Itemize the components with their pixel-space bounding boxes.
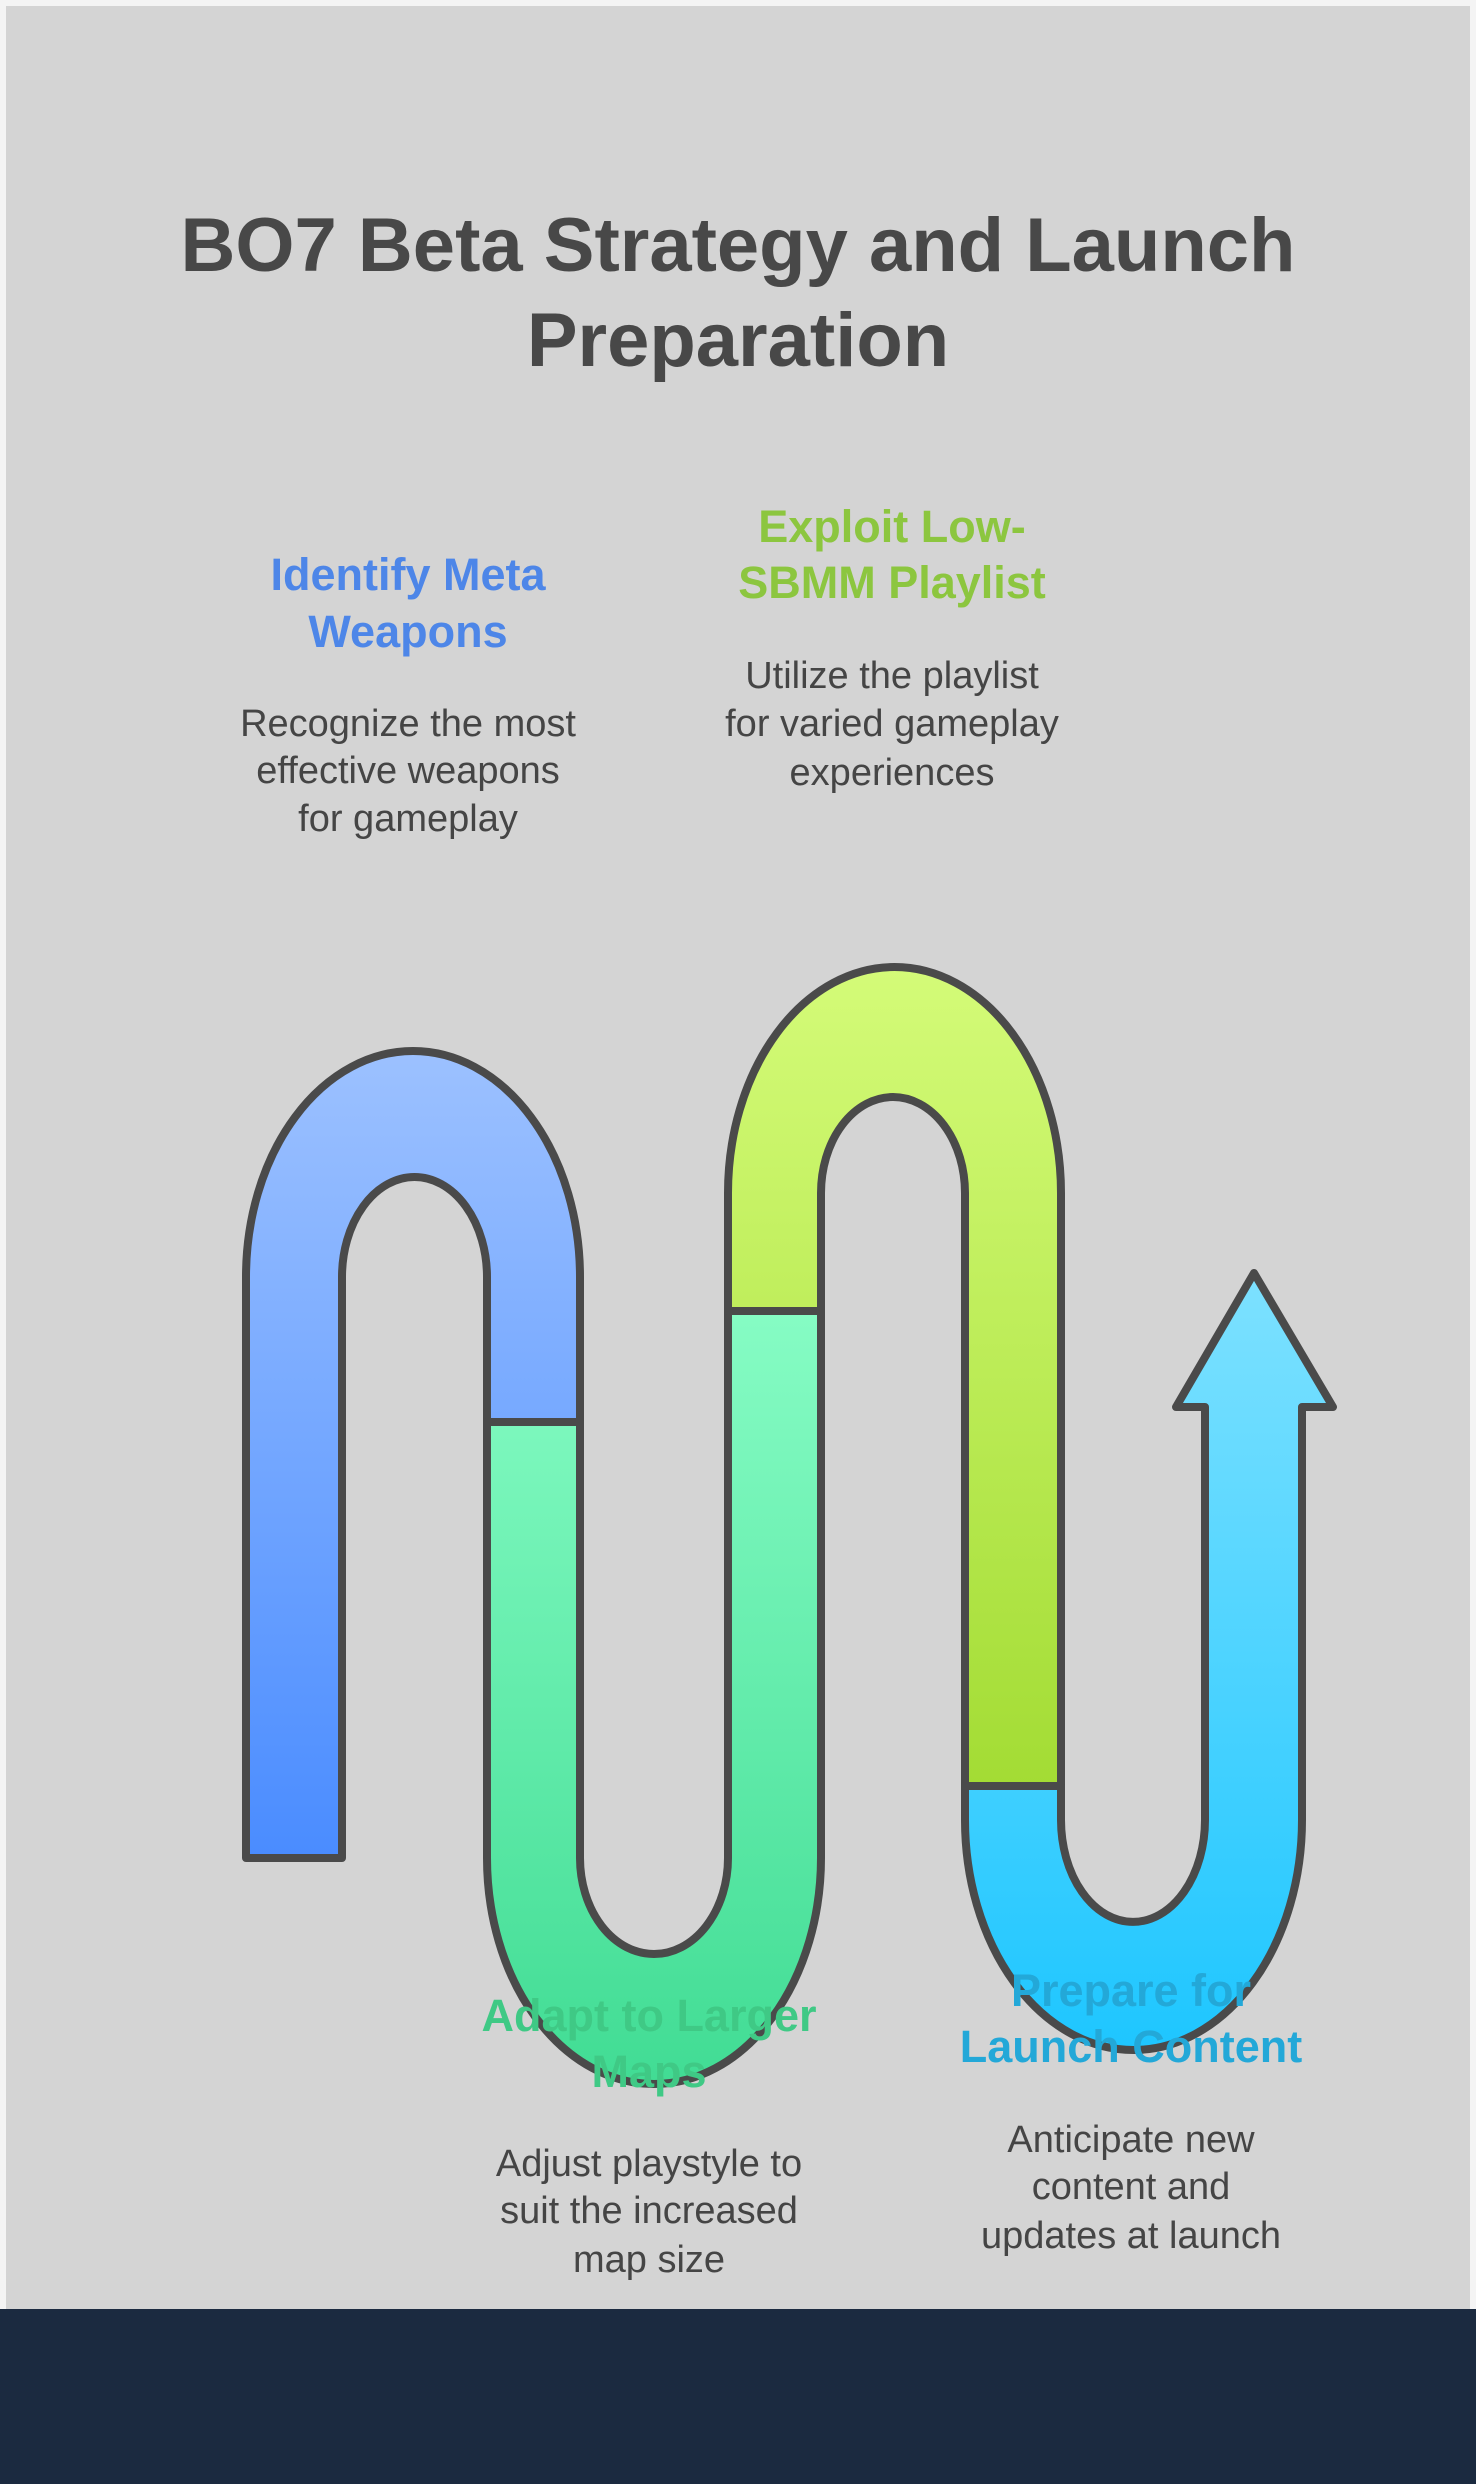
step-desc-prepare-line-1: Anticipate new — [1007, 2119, 1255, 2161]
step-title-identify-meta-weapons-line-1: Identify Meta — [270, 549, 546, 600]
step-desc-identify-line-1: Recognize the most — [240, 703, 576, 745]
step-title-adapt-larger-maps-line-2: Maps — [591, 2046, 707, 2097]
step-desc-adapt-line-1: Adjust playstyle to — [495, 2143, 803, 2185]
step-desc-adapt-line-2: suit the increased — [500, 2190, 798, 2232]
page-title-line-1: BO7 Beta Strategy and Launch — [180, 203, 1296, 288]
step-title-identify-meta-weapons-line-2: Weapons — [308, 606, 508, 657]
step-title-exploit-low-sbmm-line-2: SBMM Playlist — [738, 557, 1046, 608]
path-segment-lime — [724, 963, 1065, 1790]
step-desc-identify-line-2: effective weapons — [256, 750, 560, 792]
page-title-line-2: Preparation — [526, 298, 950, 383]
step-title-exploit-low-sbmm-line-1: Exploit Low- — [758, 501, 1026, 552]
step-desc-prepare-line-2: content and — [1031, 2166, 1231, 2208]
path-segment-green — [483, 1307, 825, 2088]
step-desc-exploit-line-1: Utilize the playlist — [745, 655, 1039, 697]
path-segment-cyan-arrow — [961, 1269, 1337, 2054]
step-desc-adapt-line-3: map size — [572, 2239, 726, 2281]
step-desc-identify-line-3: for gameplay — [298, 798, 518, 840]
step-title-prepare-launch-content-line-2: Launch Content — [959, 2021, 1303, 2072]
step-desc-prepare-line-3: updates at launch — [980, 2215, 1281, 2257]
path-segment-blue — [242, 1047, 584, 1862]
step-title-adapt-larger-maps-line-1: Adapt to Larger — [481, 1990, 817, 2041]
footer-bar — [0, 2309, 1476, 2484]
step-desc-exploit-line-3: experiences — [789, 752, 995, 794]
step-title-prepare-launch-content-line-1: Prepare for — [1010, 1965, 1252, 2016]
step-desc-exploit-line-2: for varied gameplay — [725, 703, 1059, 745]
